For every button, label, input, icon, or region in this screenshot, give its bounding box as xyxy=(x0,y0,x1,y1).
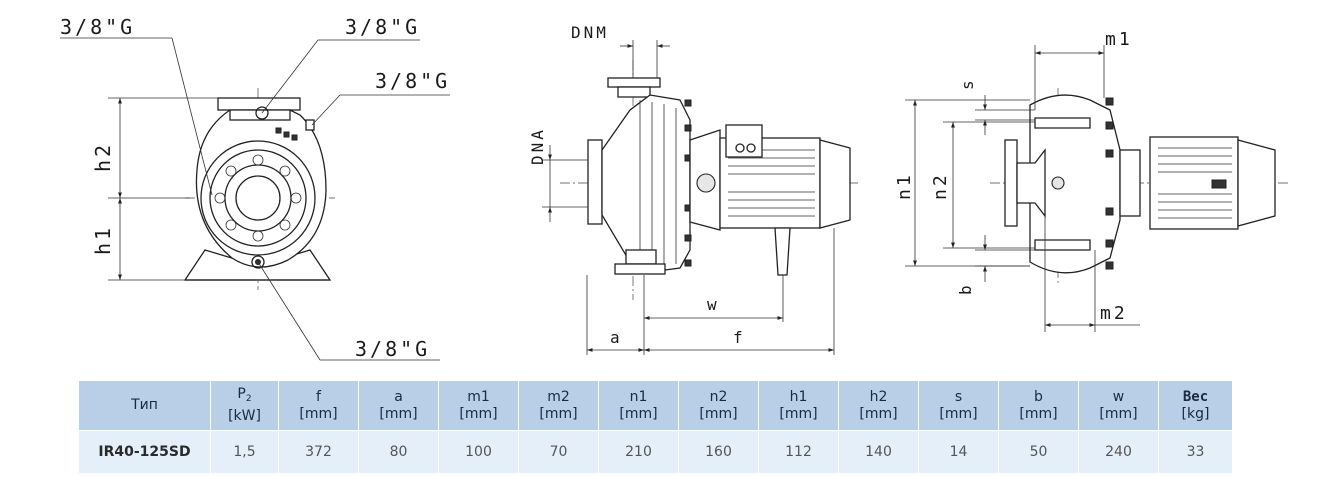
table-header-row: Тип P2[kW] f[mm] a[mm] m1[mm] m2[mm] n1[… xyxy=(78,380,1233,431)
header-p2: P2[kW] xyxy=(210,380,279,431)
thread-label-bottom: 3/8"G xyxy=(355,337,430,361)
cell-s: 14 xyxy=(918,430,999,474)
header-h1: h1[mm] xyxy=(758,380,839,431)
cell-m1: 100 xyxy=(438,430,519,474)
dim-label-h2: h2 xyxy=(91,142,115,172)
dim-label-m1: m1 xyxy=(1105,29,1133,50)
thread-label-top-left: 3/8"G xyxy=(60,15,135,39)
dim-label-b: b xyxy=(956,285,975,295)
cell-n1: 210 xyxy=(598,430,679,474)
dim-label-h1: h1 xyxy=(91,225,115,255)
dim-label-f: f xyxy=(733,328,743,347)
thread-label-top-right: 3/8"G xyxy=(345,15,420,39)
table-row: IR40-125SD 1,5 372 80 100 70 210 160 112… xyxy=(78,430,1233,474)
dim-label-m2: m2 xyxy=(1100,303,1128,324)
header-h2: h2[mm] xyxy=(838,380,919,431)
side-view: DNM DNA w a f xyxy=(528,23,860,355)
technical-drawing: 3/8"G 3/8"G 3/8"G 3/8"G h2 h1 xyxy=(60,15,1290,361)
header-m1: m1[mm] xyxy=(438,380,519,431)
dim-label-w: w xyxy=(707,295,717,314)
header-b: b[mm] xyxy=(998,380,1079,431)
cell-a: 80 xyxy=(358,430,439,474)
header-m2: m2[mm] xyxy=(518,380,599,431)
header-weight: Вес[kg] xyxy=(1158,380,1233,431)
cell-h1: 112 xyxy=(758,430,839,474)
cell-m2: 70 xyxy=(518,430,599,474)
cell-p2: 1,5 xyxy=(210,430,279,474)
cell-w: 240 xyxy=(1078,430,1159,474)
cell-f: 372 xyxy=(278,430,359,474)
cell-h2: 140 xyxy=(838,430,919,474)
header-type: Тип xyxy=(78,380,211,431)
spec-table: Тип P2[kW] f[mm] a[mm] m1[mm] m2[mm] n1[… xyxy=(78,380,1233,474)
thread-label-right: 3/8"G xyxy=(375,69,450,93)
dim-label-dnm: DNM xyxy=(571,23,609,42)
header-w: w[mm] xyxy=(1078,380,1159,431)
cell-weight: 33 xyxy=(1158,430,1233,474)
dim-label-a: a xyxy=(610,328,620,347)
dim-label-dna: DNA xyxy=(528,127,547,165)
cell-b: 50 xyxy=(998,430,1079,474)
dim-label-n2: n2 xyxy=(930,172,951,200)
header-a: a[mm] xyxy=(358,380,439,431)
header-n1: n1[mm] xyxy=(598,380,679,431)
header-f: f[mm] xyxy=(278,380,359,431)
header-n2: n2[mm] xyxy=(678,380,759,431)
cell-n2: 160 xyxy=(678,430,759,474)
cell-model: IR40-125SD xyxy=(78,430,211,474)
dim-label-s: s xyxy=(958,80,977,90)
dim-label-n1: n1 xyxy=(894,172,915,200)
top-view: m1 s n1 n2 b m2 xyxy=(894,29,1290,332)
front-view: 3/8"G 3/8"G 3/8"G 3/8"G h2 h1 xyxy=(60,15,450,361)
header-s: s[mm] xyxy=(918,380,999,431)
